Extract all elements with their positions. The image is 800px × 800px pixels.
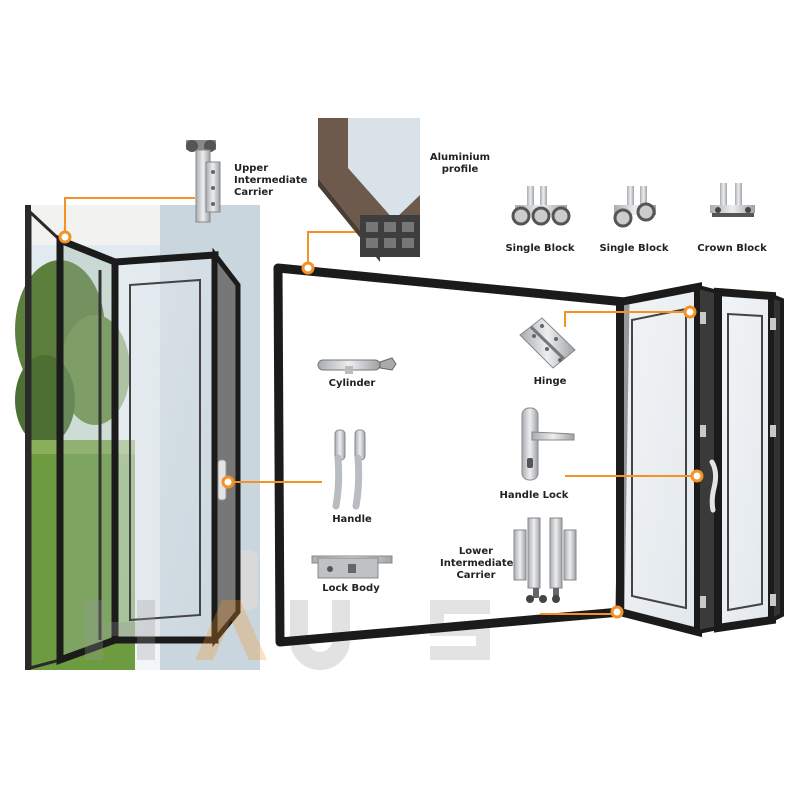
- label-single-block-2: Single Block: [599, 243, 669, 254]
- lower-carrier-line-1: Lower: [458, 546, 494, 557]
- leader-lines: [64, 197, 697, 615]
- lower-intermediate-carrier-illustration: [513, 517, 577, 603]
- upper-carrier-line-3: Carrier: [234, 187, 274, 198]
- label-crown-block: Crown Block: [697, 243, 767, 254]
- handle-illustration: [332, 429, 366, 510]
- label-hinge: Hinge: [533, 376, 567, 387]
- cylinder-illustration: [317, 357, 397, 374]
- right-folding-panels: [616, 282, 784, 638]
- crown-block-illustration: [710, 183, 755, 217]
- label-lock-body: Lock Body: [322, 583, 380, 594]
- lower-carrier-line-2: Intermediate: [440, 558, 514, 569]
- label-handle: Handle: [332, 514, 372, 525]
- label-upper-intermediate-carrier: Upper Intermediate Carrier: [234, 163, 307, 199]
- lock-body-illustration: [311, 555, 393, 579]
- left-folding-panels: [56, 234, 241, 665]
- upper-carrier-line-2: Intermediate: [234, 175, 308, 186]
- handle-lock-illustration: [521, 407, 575, 481]
- upper-carrier-line-1: Upper: [234, 163, 269, 174]
- upper-intermediate-carrier-illustration: [186, 140, 221, 223]
- callout-dots: [58, 230, 704, 619]
- lower-carrier-line-3: Carrier: [456, 570, 496, 581]
- label-cylinder: Cylinder: [328, 378, 376, 389]
- single-block-2-illustration: [613, 186, 656, 228]
- label-lower-intermediate-carrier: Lower Intermediate Carrier: [440, 546, 514, 582]
- label-handle-lock: Handle Lock: [499, 490, 569, 501]
- aluminium-line-1: Aluminium: [429, 152, 491, 163]
- label-single-block-1: Single Block: [505, 243, 575, 254]
- aluminium-line-2: profile: [441, 164, 479, 175]
- aluminium-profile-illustration: [318, 118, 420, 262]
- hinge-illustration: [519, 317, 576, 369]
- single-block-1-illustration: [511, 186, 571, 226]
- label-aluminium-profile: Aluminium profile: [428, 152, 492, 176]
- haus-watermark: [85, 600, 490, 670]
